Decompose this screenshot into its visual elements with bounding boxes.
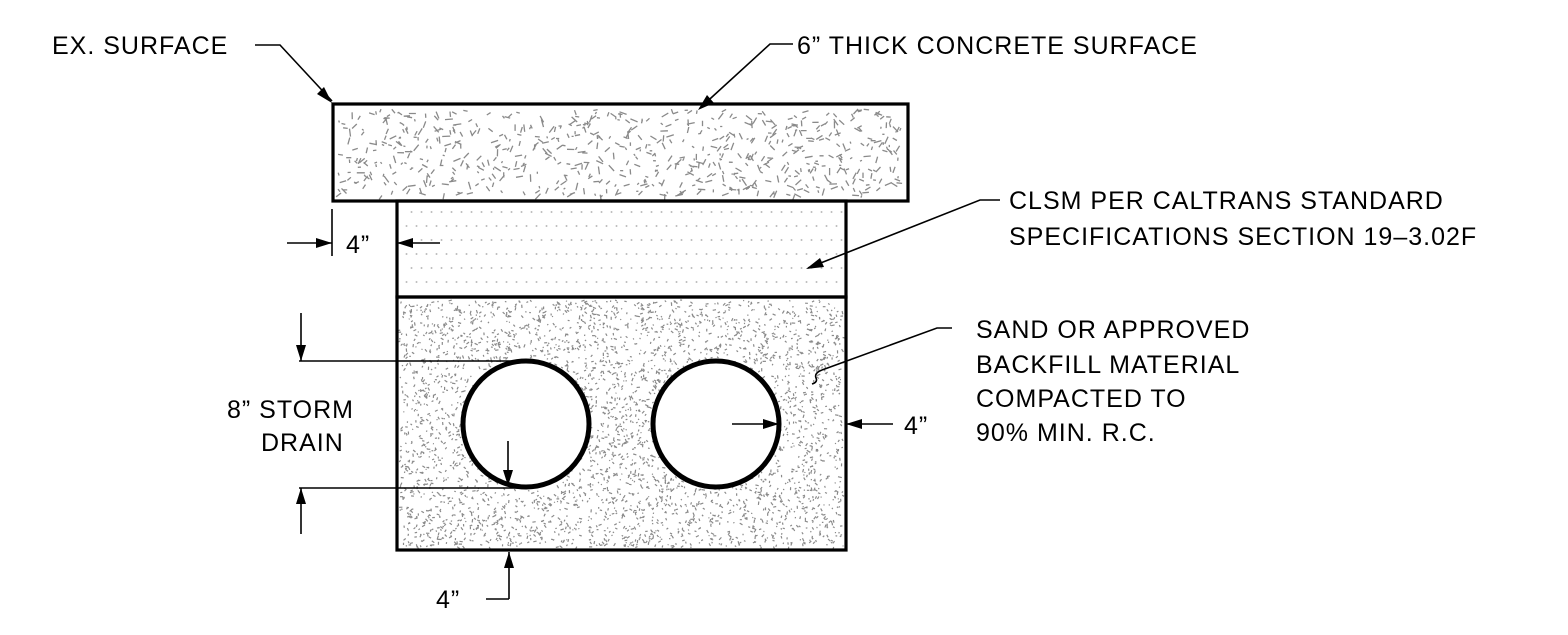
ex-surface-label: EX. SURFACE <box>52 32 228 60</box>
sand-label-line2: BACKFILL MATERIAL <box>976 351 1240 379</box>
sand-leader <box>811 327 952 385</box>
clsm-label-line2: SPECIFICATIONS SECTION 19–3.02F <box>1009 223 1477 251</box>
clsm-texture <box>405 211 843 283</box>
bottom-clearance-label: 4” <box>436 586 460 614</box>
sand-label-line1: SAND OR APPROVED <box>976 316 1250 344</box>
sand-label-line4: 90% MIN. R.C. <box>976 419 1156 447</box>
clsm-layer <box>395 199 848 299</box>
right-side-clearance-label: 4” <box>904 412 928 440</box>
concrete-label: 6” THICK CONCRETE SURFACE <box>797 32 1198 60</box>
left-side-clearance-label: 4” <box>346 231 370 259</box>
clsm-label-line1: CLSM PER CALTRANS STANDARD <box>1009 187 1444 215</box>
storm-drain-pipe-left <box>460 358 592 490</box>
pipe-diameter-dimension <box>296 313 526 534</box>
storm-drain-label-line1: 8” STORM <box>227 396 354 424</box>
ex-surface-leader <box>255 44 333 103</box>
bottom-clearance-dimension <box>486 552 514 600</box>
storm-drain-label-line2: DRAIN <box>261 429 344 457</box>
concrete-texture <box>335 108 903 202</box>
concrete-leader <box>698 43 793 110</box>
right-side-clearance-dimension <box>732 419 893 429</box>
clsm-leader <box>806 199 1000 269</box>
left-side-clearance-dimension <box>287 209 440 256</box>
concrete-surface-slab <box>331 102 910 203</box>
sand-label-line3: COMPACTED TO <box>976 385 1187 413</box>
